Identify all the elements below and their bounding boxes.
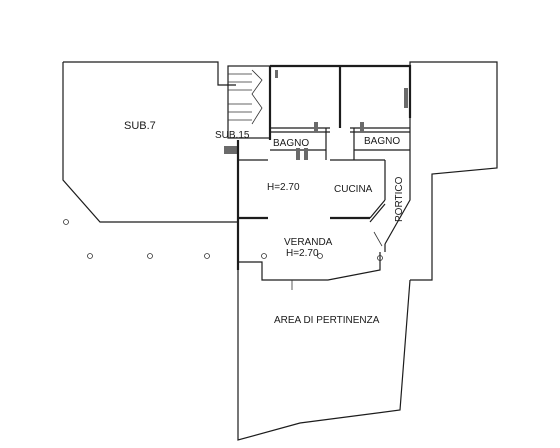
portico-outline <box>384 160 411 252</box>
label-veranda: VERANDA <box>284 237 333 248</box>
label-room-height: H=2.70 <box>267 182 300 193</box>
veranda-outline <box>237 222 381 290</box>
label-veranda-height: H=2.70 <box>286 248 319 259</box>
label-bagno-right: BAGNO <box>364 136 400 147</box>
label-bagno-left: BAGNO <box>273 138 309 149</box>
sub7-outline <box>62 61 238 223</box>
right-wing-outline <box>409 61 498 281</box>
kitchen-walls <box>238 148 386 247</box>
area-pertinenza-outline <box>237 270 411 441</box>
label-area-pertinenza: AREA DI PERTINENZA <box>274 315 380 326</box>
label-sub15: SUB.15 <box>215 130 250 141</box>
label-portico: PORTICO <box>394 176 405 222</box>
column-dots <box>63 219 383 261</box>
label-cucina: CUCINA <box>334 184 373 195</box>
label-sub7: SUB.7 <box>124 120 156 132</box>
